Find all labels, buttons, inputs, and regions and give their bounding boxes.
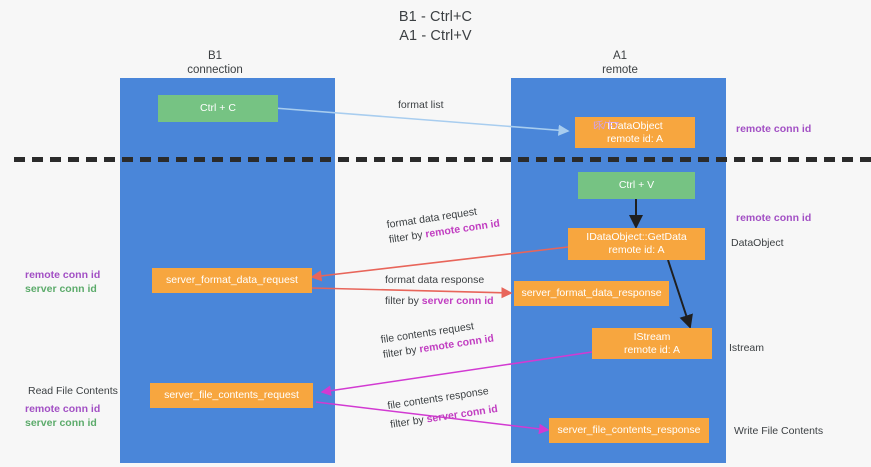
node-server-file-contents-response[interactable]: server_file_contents_response (549, 418, 709, 443)
annotation-left-conn-ids-bottom: remote conn id server conn id (25, 403, 101, 429)
title-line-1: B1 - Ctrl+C (398, 9, 473, 25)
node-ctrl-v-label: Ctrl + V (618, 179, 655, 191)
node-getdata-sub: remote id: A (608, 244, 665, 256)
diagram-title: B1 - Ctrl+C A1 - Ctrl+V (0, 8, 871, 46)
edge-label-file-contents-response: file contents response filter by server … (386, 383, 499, 433)
node-server-format-data-request[interactable]: server_format_data_request (152, 268, 312, 293)
annotation-remote-conn-id-top: remote conn id (736, 123, 812, 135)
node-server-file-contents-response-label: server_file_contents_response (557, 424, 701, 436)
node-istream-sub: remote id: A (623, 343, 681, 356)
annotation-left-conn-ids-mid: remote conn id server conn id (25, 269, 101, 295)
lane-header-a1: A1 remote (540, 50, 700, 77)
edge-label-format-data-response-line2: filter by server conn id (385, 295, 494, 307)
node-server-format-data-response[interactable]: server_format_data_response (514, 281, 669, 306)
title-line-2: A1 - Ctrl+V (399, 28, 472, 44)
node-server-format-data-request-label: server_format_data_request (166, 274, 298, 286)
edge-label-format-data-response-line1: format data response (385, 274, 485, 286)
edge-label-format-data-response: format data response filter by server co… (385, 273, 494, 309)
lane-header-b1: B1 connection (135, 50, 295, 77)
annotation-write-file-contents: Write File Contents (734, 425, 824, 437)
node-ctrl-v[interactable]: Ctrl + V (578, 172, 695, 199)
glitch-artifact-text: l乑/卞7 (593, 120, 619, 132)
lane-header-b1-role: connection (187, 63, 243, 76)
lane-header-a1-name: A1 (612, 50, 628, 62)
node-idataobject-label: IDataObject (607, 119, 663, 132)
node-server-file-contents-request-label: server_file_contents_request (164, 389, 299, 401)
node-ctrl-c[interactable]: Ctrl + C (158, 95, 278, 122)
node-idataobject-label-wrap: l乑/卞7 IDataObject (593, 119, 663, 133)
node-server-file-contents-request[interactable]: server_file_contents_request (150, 383, 313, 408)
edge-label-format-list: format list (398, 99, 444, 111)
edge-label-file-contents-request: file contents request filter by remote c… (380, 317, 495, 363)
node-getdata[interactable]: IDataObject::GetData remote id: A (568, 228, 705, 260)
annotation-remote-conn-id-mid: remote conn id (736, 212, 812, 224)
edge-label-format-data-request: format data request filter by remote con… (386, 202, 501, 248)
section-divider (14, 157, 871, 162)
annotation-read-file-contents: Read File Contents (28, 385, 118, 397)
annotation-istream: Istream (729, 342, 765, 354)
node-server-format-data-response-label: server_format_data_response (521, 287, 662, 299)
lane-header-a1-role: remote (602, 63, 638, 76)
node-idataobject[interactable]: l乑/卞7 IDataObject remote id: A (575, 117, 695, 148)
lane-header-b1-name: B1 (207, 50, 223, 62)
node-istream-label: IStream (633, 330, 671, 343)
annotation-dataobject: DataObject (731, 237, 784, 249)
node-getdata-label: IDataObject::GetData (586, 231, 687, 243)
node-istream[interactable]: IStream remote id: A (592, 328, 712, 359)
node-idataobject-sub: remote id: A (606, 132, 664, 145)
node-ctrl-c-label: Ctrl + C (200, 102, 236, 114)
